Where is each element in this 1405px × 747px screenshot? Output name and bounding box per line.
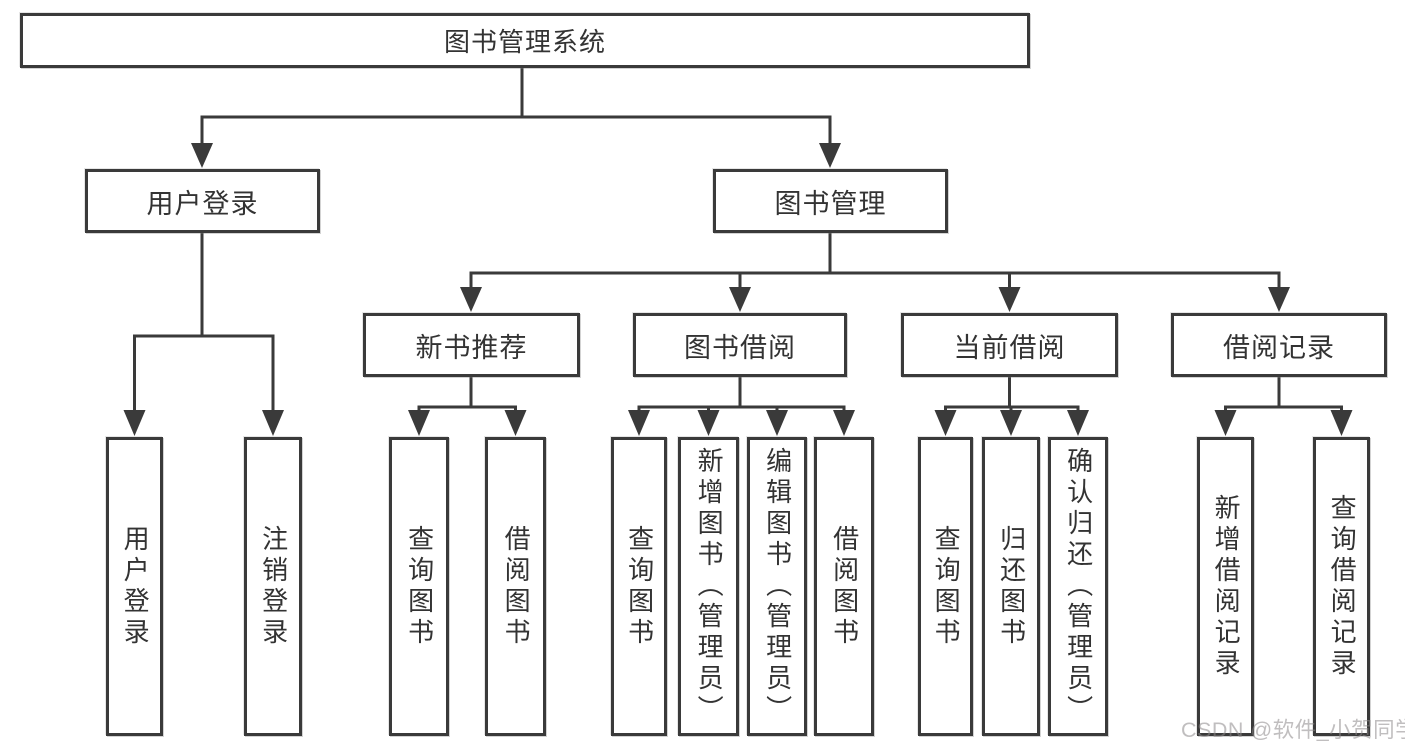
leaf-borrow-add-books-admin: 新增图书（管理员） xyxy=(678,437,739,736)
node-borrowing-records: 借阅记录 xyxy=(1171,313,1387,377)
node-borrowing-records-label: 借阅记录 xyxy=(1223,332,1335,363)
leaf-records-add-record: 新增借阅记录 xyxy=(1197,437,1254,736)
leaf-borrow-add-books-admin-label: 新增图书（管理员） xyxy=(694,447,725,726)
leaf-borrow-edit-books-admin: 编辑图书（管理员） xyxy=(747,437,807,736)
connector-root-to-level2 xyxy=(200,68,832,146)
arrowhead xyxy=(123,410,146,436)
leaf-borrow-borrow-books: 借阅图书 xyxy=(814,437,874,736)
arrowhead xyxy=(833,410,855,436)
node-book-management: 图书管理 xyxy=(713,169,948,233)
connector-userlogin-to-leaves xyxy=(133,233,275,413)
node-book-borrowing: 图书借阅 xyxy=(633,313,847,377)
arrowhead xyxy=(729,287,751,312)
leaf-borrow-query-books-label: 查询图书 xyxy=(624,524,655,649)
arrowhead xyxy=(1330,410,1353,436)
leaf-recommend-borrow-books: 借阅图书 xyxy=(485,437,546,736)
leaf-current-confirm-return-admin: 确认归还（管理员） xyxy=(1048,437,1108,736)
leaf-current-return-books: 归还图书 xyxy=(982,437,1040,736)
arrowheads xyxy=(123,143,1353,436)
connector-records-to-leaves xyxy=(1224,377,1343,413)
leaf-logout-label: 注销登录 xyxy=(258,524,289,649)
csdn-watermark: CSDN @软件_小贺同学 xyxy=(1181,718,1405,742)
leaf-current-return-books-label: 归还图书 xyxy=(996,524,1027,649)
node-root-label: 图书管理系统 xyxy=(443,27,606,57)
node-book-borrowing-label: 图书借阅 xyxy=(684,332,796,363)
node-user-login-label: 用户登录 xyxy=(146,188,259,219)
leaf-current-query-books-label: 查询图书 xyxy=(931,524,962,649)
arrowhead xyxy=(1268,287,1290,312)
leaf-records-query-record-label: 查询借阅记录 xyxy=(1327,493,1358,680)
arrowhead xyxy=(262,410,284,436)
leaf-records-query-record: 查询借阅记录 xyxy=(1313,437,1370,736)
leaf-logout: 注销登录 xyxy=(244,437,302,736)
arrowhead xyxy=(998,287,1021,312)
leaf-recommend-query-books-label: 查询图书 xyxy=(404,524,435,649)
node-new-book-recommendation-label: 新书推荐 xyxy=(415,332,528,363)
leaf-records-add-record-label: 新增借阅记录 xyxy=(1211,493,1242,680)
connector-borrow-to-leaves xyxy=(637,377,846,413)
node-new-book-recommendation: 新书推荐 xyxy=(363,313,580,377)
arrowhead xyxy=(1214,410,1237,436)
node-book-management-label: 图书管理 xyxy=(774,188,887,219)
leaf-user-login-label: 用户登录 xyxy=(120,524,151,649)
leaf-borrow-edit-books-admin-label: 编辑图书（管理员） xyxy=(762,447,793,726)
arrowhead xyxy=(408,410,430,436)
leaf-recommend-query-books: 查询图书 xyxy=(389,437,449,736)
connector-recommend-to-leaves xyxy=(417,377,517,413)
arrowhead xyxy=(191,143,213,168)
leaf-user-login: 用户登录 xyxy=(106,437,163,736)
arrowhead xyxy=(460,287,482,312)
connector-bookmgmt-to-level3 xyxy=(469,233,1281,290)
leaf-borrow-borrow-books-label: 借阅图书 xyxy=(829,524,860,649)
leaf-current-query-books: 查询图书 xyxy=(918,437,973,736)
leaf-borrow-query-books: 查询图书 xyxy=(611,437,667,736)
node-current-borrowing: 当前借阅 xyxy=(901,313,1118,377)
node-current-borrowing-label: 当前借阅 xyxy=(953,332,1066,363)
arrowhead xyxy=(819,143,841,168)
arrowhead xyxy=(1000,410,1022,436)
leaf-recommend-borrow-books-label: 借阅图书 xyxy=(501,524,532,649)
arrowhead xyxy=(934,410,957,436)
arrowhead xyxy=(1067,410,1089,436)
arrowhead xyxy=(766,410,788,436)
connector-current-to-leaves xyxy=(944,377,1080,413)
leaf-current-confirm-return-admin-label: 确认归还（管理员） xyxy=(1063,447,1094,726)
node-root: 图书管理系统 xyxy=(20,13,1030,68)
arrowhead xyxy=(697,410,720,436)
arrowhead xyxy=(628,410,650,436)
node-user-login: 用户登录 xyxy=(85,169,320,233)
arrowhead xyxy=(504,410,527,436)
